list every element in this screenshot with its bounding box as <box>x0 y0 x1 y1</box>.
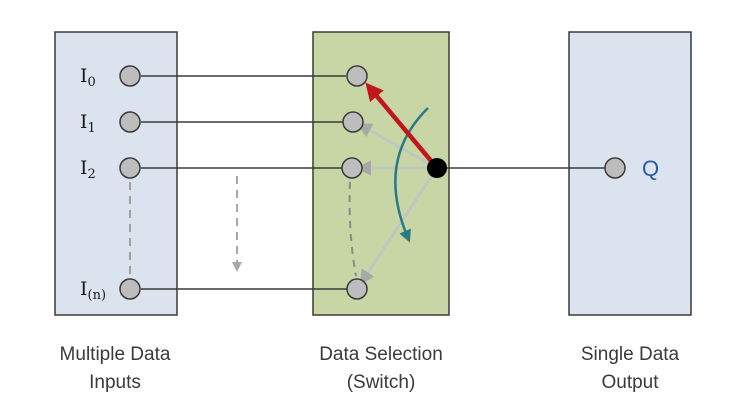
input-terminal-in <box>119 278 141 300</box>
caption-output-line2: Output <box>601 372 659 393</box>
input-label-i2-base: I <box>80 157 88 179</box>
input-label-i2: I2 <box>80 157 96 182</box>
output-box <box>568 31 692 316</box>
rotation-arrow <box>394 107 429 243</box>
switch-terminal-n <box>346 278 368 300</box>
input-label-i0: I0 <box>80 65 96 90</box>
input-label-in: I(n) <box>80 278 106 303</box>
switch-box <box>312 31 450 316</box>
caption-inputs-line2: Inputs <box>89 372 141 393</box>
input-label-i2-sub: 2 <box>88 167 96 182</box>
input-terminal-i1 <box>119 111 141 133</box>
ghost-arrow-i1 <box>356 123 438 170</box>
input-label-in-base: I <box>80 278 88 300</box>
caption-inputs-line1: Multiple Data <box>60 344 171 365</box>
caption-output-line1: Single Data <box>581 344 680 365</box>
input-terminal-i2 <box>119 157 141 179</box>
input-label-i1-sub: 1 <box>88 121 96 136</box>
ghost-arrow-in <box>359 167 439 286</box>
caption-switch-line1: Data Selection <box>319 344 443 365</box>
selector-arrow <box>365 82 439 170</box>
input-box <box>54 31 178 316</box>
input-label-i1-base: I <box>80 111 88 133</box>
caption-switch: Data Selection (Switch) <box>319 344 443 393</box>
input-label-i0-sub: 0 <box>88 75 96 90</box>
switch-terminal-1 <box>342 111 364 133</box>
input-label-i1: I1 <box>80 111 96 136</box>
pivot-dot <box>427 158 447 178</box>
output-terminal <box>604 157 626 179</box>
input-label-in-sub: (n) <box>88 288 107 303</box>
input-terminal-i0 <box>119 65 141 87</box>
output-label: Q <box>642 156 659 181</box>
switch-terminal-0 <box>346 65 368 87</box>
switch-terminal-2 <box>341 157 363 179</box>
caption-switch-line2: (Switch) <box>347 372 416 393</box>
input-label-i0-base: I <box>80 65 88 87</box>
